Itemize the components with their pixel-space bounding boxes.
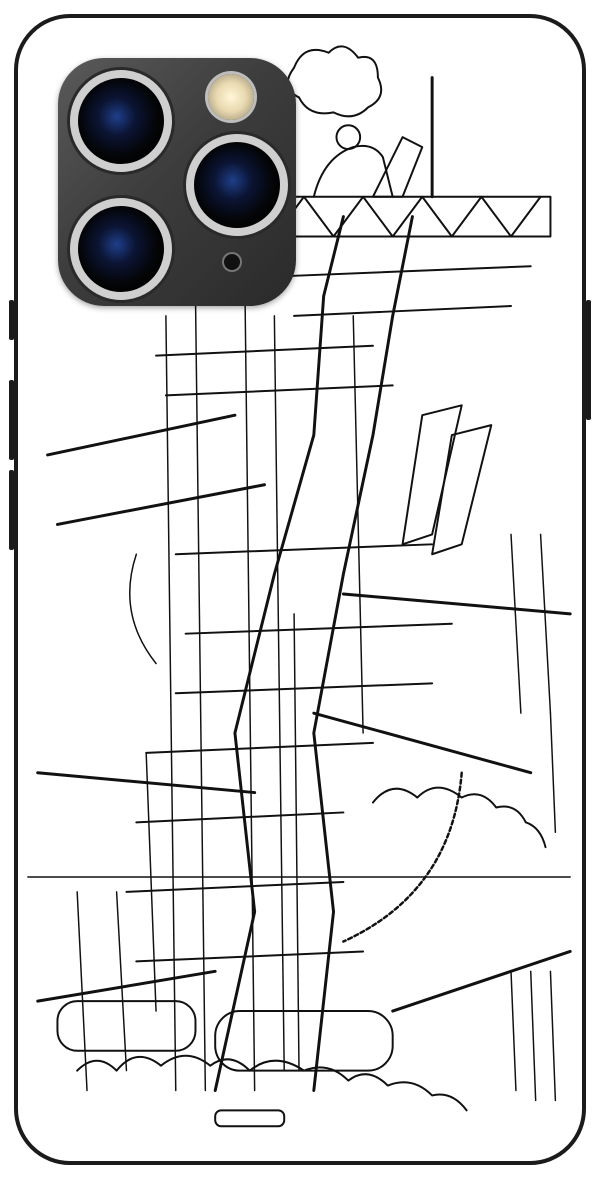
power-button [586,300,591,420]
camera-lens-icon [70,198,172,300]
ink-machine-artwork [27,45,572,1128]
thought-bubble [286,45,383,118]
phone-skin [14,14,586,1165]
cloud-right [371,786,547,849]
camera-lens-icon [186,134,288,236]
mute-switch [9,300,14,340]
volume-up-button [9,380,14,460]
cloud-bottom [76,1054,468,1112]
camera-module [58,58,296,306]
camera-lens-icon [70,70,172,172]
microphone-icon [224,254,240,270]
flash-icon [208,74,254,120]
volume-down-button [9,470,14,550]
